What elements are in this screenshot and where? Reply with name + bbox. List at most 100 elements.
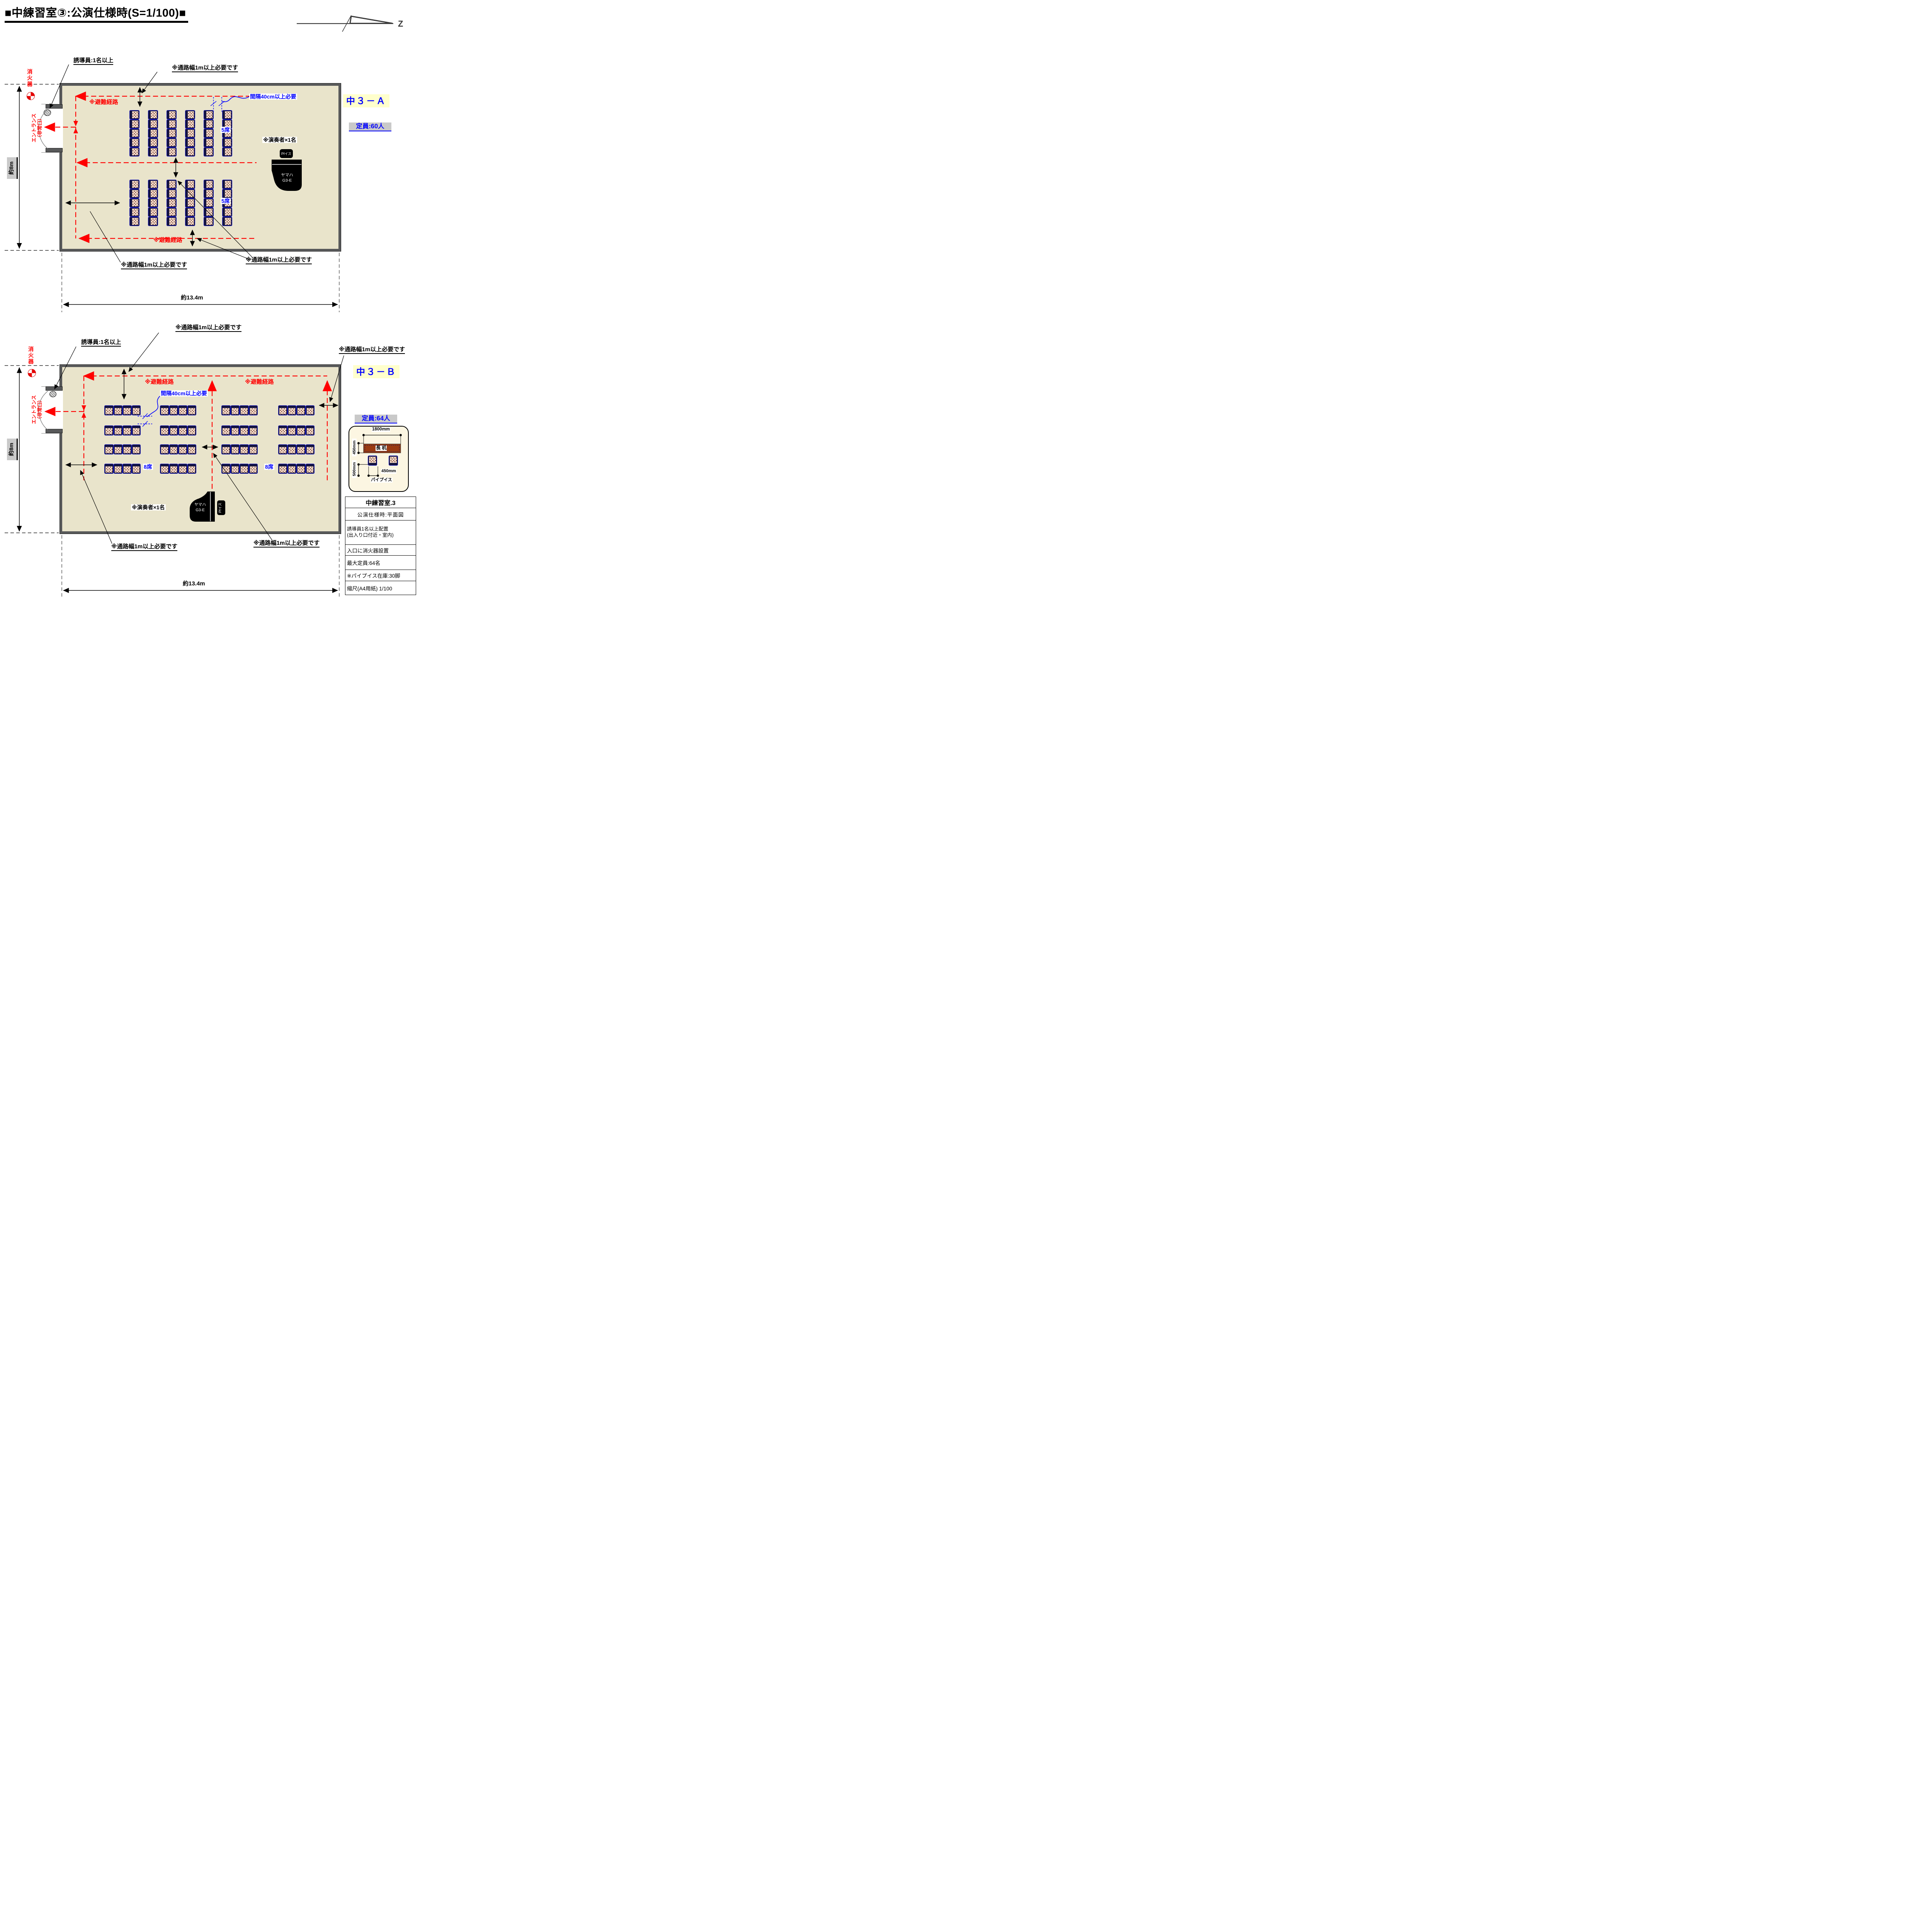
chair [204, 180, 214, 189]
chair [148, 147, 158, 156]
performer-note-b: ※演奏者×1名 [131, 504, 166, 511]
chair [148, 198, 158, 207]
page-title: ■中練習室③:公演仕様時(S=1/100)■ [5, 7, 189, 23]
spec-chair-stock: ※パイプイス在庫:30脚 [345, 570, 416, 581]
chair [122, 464, 132, 474]
gap-note-b: 間隔40cm以上必要 [160, 390, 208, 397]
chair [248, 425, 258, 435]
detail-top-dim: 1800mm [372, 427, 391, 432]
chair [148, 138, 158, 147]
aisle-note-topright-b: ※通路幅1m以上必要です [339, 346, 405, 354]
spec-table: 中練習室.3 公演仕様時:平面図 誘導員1名以上配置 (出入り口付近・室内) 入… [345, 497, 416, 595]
seat-count-b1: 8席 [143, 464, 153, 470]
chair [185, 189, 195, 198]
chair [113, 425, 122, 435]
entrance-label-a: エントランス （非常口） [31, 106, 44, 150]
chair [160, 464, 169, 474]
table-row: 最大定員:64名 [345, 555, 416, 570]
chair [148, 110, 158, 119]
chair [160, 405, 169, 415]
chair [204, 119, 214, 129]
chair [113, 444, 122, 454]
chair [148, 217, 158, 226]
chair [221, 405, 231, 415]
chair [248, 464, 258, 474]
chair [230, 405, 240, 415]
chair [148, 180, 158, 189]
spec-guide-line1: 誘導員1名以上配置 [347, 526, 388, 532]
spec-room-name: 中練習室.3 [345, 497, 416, 508]
fire-extinguisher-icon-b [28, 369, 36, 377]
capacity-badge-b: 定員:64人 [355, 415, 397, 423]
chair [296, 464, 306, 474]
chair [185, 119, 195, 129]
spec-drawing-type: 公演仕様時:平面図 [345, 508, 416, 520]
chair [287, 405, 296, 415]
chair [129, 119, 139, 129]
extinguisher-label-b: 消火器 [28, 346, 34, 365]
chair [185, 110, 195, 119]
chair [296, 405, 306, 415]
chair [240, 444, 249, 454]
guide-label-b: 誘導員:1名以上 [81, 339, 121, 347]
room-tag-a: 中３－Ａ [343, 94, 389, 107]
detail-chair-gap: 500mm [352, 460, 357, 478]
height-dim-label-b: 約8m [7, 439, 18, 460]
chair [129, 147, 139, 156]
chair [167, 147, 177, 156]
evac-label-top-a: ※避難経路 [89, 99, 118, 105]
detail-table-label: 長 机 [376, 445, 387, 451]
evac-label-bottom-a: ※避難経路 [153, 237, 182, 243]
chair [240, 405, 249, 415]
aisle-note-bottom-left-a: ※通路幅1m以上必要です [121, 262, 187, 270]
chair [305, 444, 315, 454]
chair [131, 405, 141, 415]
chair [278, 464, 287, 474]
guide-label-a: 誘導員:1名以上 [73, 57, 114, 65]
spec-scale: 縮尺(A4用紙) 1/100 [345, 581, 416, 595]
chair [169, 464, 178, 474]
chair [204, 147, 214, 156]
entrance-line2-b: （非常口） [37, 397, 43, 422]
table-row: 公演仕様時:平面図 [345, 508, 416, 520]
chair [113, 464, 122, 474]
chair [160, 425, 169, 435]
capacity-badge-a: 定員:60人 [349, 122, 391, 131]
chair [129, 110, 139, 119]
chair [296, 425, 306, 435]
chair [167, 217, 177, 226]
chair [389, 456, 398, 466]
chair [185, 180, 195, 189]
chair [169, 405, 178, 415]
chair [129, 217, 139, 226]
chair [167, 189, 177, 198]
seat-count-b2: 8席 [264, 464, 274, 470]
chair [148, 207, 158, 217]
detail-chair-width: 450mm [381, 469, 396, 474]
chair [185, 129, 195, 138]
chair [222, 189, 232, 198]
width-dim-label-a: 約13.4m [181, 294, 203, 301]
chair [129, 129, 139, 138]
chair [129, 138, 139, 147]
chair [305, 425, 315, 435]
chair [167, 119, 177, 129]
chair [129, 198, 139, 207]
chair [222, 180, 232, 189]
chair [368, 456, 377, 466]
chair [222, 119, 232, 129]
evac-label-right-b: ※避難経路 [245, 379, 274, 385]
chair [169, 444, 178, 454]
height-dim-label-a: 約8m [7, 157, 18, 179]
chair [222, 147, 232, 156]
chair [248, 444, 258, 454]
seat-count-a1: 5席 [221, 127, 231, 133]
chair [178, 464, 187, 474]
chair [296, 444, 306, 454]
chair [185, 207, 195, 217]
spec-extinguisher: 入口に消火器設置 [345, 544, 416, 556]
chair [187, 444, 196, 454]
guide-person-b [49, 391, 56, 397]
chair [104, 464, 114, 474]
chair [167, 110, 177, 119]
